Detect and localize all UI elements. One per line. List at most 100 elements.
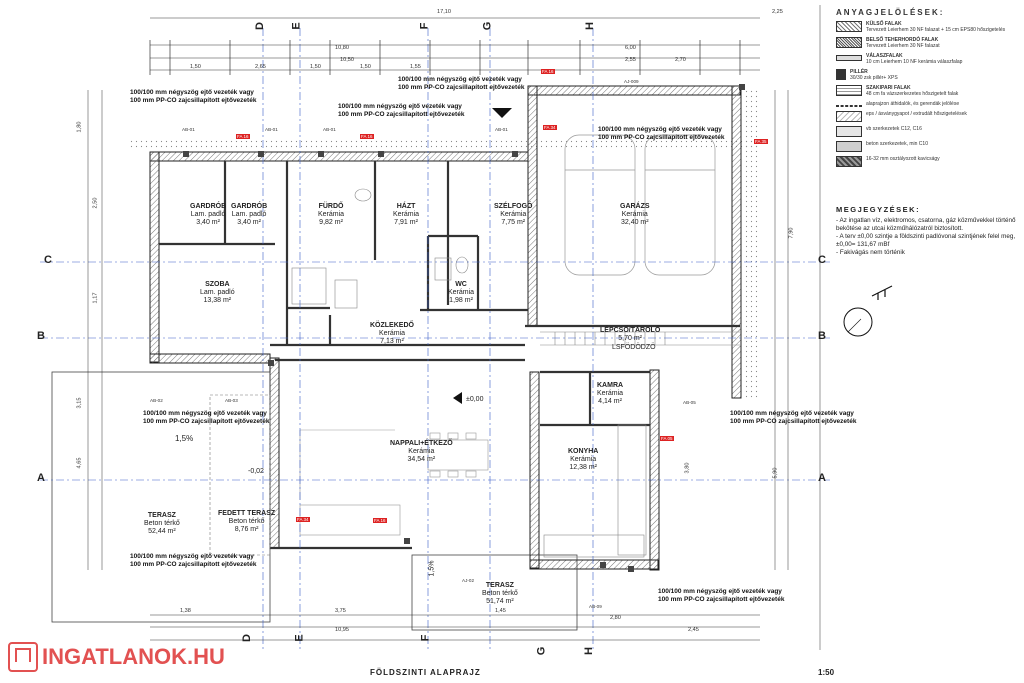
axis-label-g: G (481, 21, 494, 31)
room-name: SZÉLFOGÓ (494, 203, 533, 210)
slope-mark: 1,5% (175, 434, 194, 443)
dim-bottom: 10,95 (335, 627, 349, 633)
legend-desc: beton szerkezetek, min C10 (866, 141, 928, 147)
tag-ab: AB-01 (265, 127, 278, 132)
room-finish: Kerámia (597, 390, 624, 397)
pipe-note-line: 100 mm PP-CO zajcsillapított ejtővezeték (598, 133, 725, 141)
remarks-panel: MEGJEGYZÉSEK: - Az ingatlan víz, elektro… (836, 206, 1021, 257)
dim-left: 1,80 (76, 121, 83, 133)
room-finish: Kerámia (448, 289, 475, 296)
dim-bottom: 3,75 (335, 608, 346, 614)
slope-mark: 1,5% (428, 560, 436, 577)
axis-label-f: F (418, 22, 431, 30)
axis-label-f-bottom: F (419, 634, 432, 642)
axis-label-c-right: C (818, 254, 826, 266)
terrace-area-2 (411, 554, 578, 631)
dim-top: 1,50 (310, 64, 321, 70)
axis-label-d-bottom: D (240, 634, 253, 642)
axis-label-b-right: B (818, 330, 826, 342)
room-wc: WC Kerámia 1,98 m² (448, 281, 474, 305)
room-finish: Kerámia (570, 456, 597, 463)
dim-left: 4,65 (76, 457, 83, 469)
legend-name: SZAKIPARI FALAK (866, 85, 911, 91)
dim-right: 3,80 (684, 462, 691, 474)
pipe-note-line: 100 mm PP-CO zajcsillapított ejtővezeték (130, 96, 257, 104)
room-name: NAPPALI+ÉTKEZŐ (390, 440, 453, 447)
pipe-note-line: 100 mm PP-CO zajcsillapított ejtővezeték (338, 110, 465, 118)
legend-swatch (836, 85, 862, 96)
remarks-title: MEGJEGYZÉSEK: (836, 205, 921, 214)
room-area: 3,40 m² (196, 219, 220, 226)
axis-label-h-bottom: H (582, 647, 595, 655)
dim-total-width: 17,10 (437, 9, 451, 15)
room-name: HÁZT (396, 203, 416, 210)
room-szoba: SZOBA Lam. padló 13,38 m² (200, 281, 235, 305)
room-area: 51,74 m² (486, 598, 514, 605)
pipe-note: 100/100 mm négyszög ejtő vezeték vagy 10… (143, 410, 269, 425)
remark-line: - Az ingatlan víz, elektromos, csatorna,… (836, 217, 1016, 232)
room-area: 7,91 m² (394, 219, 418, 226)
room-name: KONYHA (568, 448, 599, 455)
dim-right-width: 2,25 (772, 9, 783, 15)
dim-top: 1,55 (410, 64, 421, 70)
room-area: 52,44 m² (148, 528, 176, 535)
room-area: 5,70 m² (618, 335, 642, 342)
room-area: 12,38 m² (569, 464, 597, 471)
pipe-note: 100/100 mm négyszög ejtő vezeték vagy 10… (398, 76, 524, 91)
dim-top: 2,65 (255, 64, 266, 70)
pipe-note-line: 100/100 mm négyszög ejtő vezeték vagy (658, 588, 782, 595)
tag-ab: AB-01 (495, 127, 508, 132)
room-name: GARDRÓB (190, 203, 227, 210)
tag-ab: AB-09 (589, 604, 602, 609)
pipe-note-line: 100/100 mm négyszög ejtő vezeték vagy (338, 103, 462, 110)
legend-swatch (836, 156, 862, 167)
legend-desc: 30/30 zsk pillér+ XPS (850, 75, 898, 81)
legend-item: alaprajzon áthidalók, és gerendák jelölé… (836, 101, 1021, 107)
tag-ab: AB-01 (182, 127, 195, 132)
tag-fa: FA 16 (360, 134, 374, 139)
dim-bottom: 1,38 (180, 608, 191, 614)
pipe-note: 100/100 mm négyszög ejtő vezeték vagy 10… (130, 553, 256, 568)
legend-item: vb szerkezetek C12, C16 (836, 126, 1021, 137)
room-name: TERASZ (485, 582, 514, 589)
room-area: 3,40 m² (237, 219, 261, 226)
legend-name: KÜLSŐ FALAK (866, 21, 902, 27)
gravel-strip (130, 138, 760, 150)
room-finish: Beton térkő (228, 518, 265, 525)
pipe-note-line: 100/100 mm négyszög ejtő vezeték vagy (130, 89, 254, 96)
legend-item: 16-32 mm osztályozott kavicságy (836, 156, 1021, 167)
room-finish: Beton térkő (482, 590, 518, 597)
room-finish: Lam. padló (231, 211, 267, 218)
room-area: 13,38 m² (203, 297, 232, 304)
tag-aj: AJ-009 (624, 79, 639, 84)
legend-swatch (836, 126, 862, 137)
room-name: FEDETT TERASZ (218, 510, 276, 517)
tag-ab: AB-03 (225, 398, 238, 403)
room-area: 4,14 m² (598, 398, 622, 405)
legend-swatch (836, 21, 862, 32)
room-area: 7,13 m² (380, 338, 404, 345)
legend-desc: Tervezett Leierhem 30 NF falazat (866, 43, 940, 49)
dim-right: 7,90 (788, 227, 795, 239)
room-finish: Kerámia (500, 211, 527, 218)
room-terasz-2: TERASZ Beton térkő 51,74 m² (482, 582, 518, 606)
room-name: SZOBA (205, 281, 230, 288)
dim-top: 10,80 (335, 45, 349, 51)
pipe-note: 100/100 mm négyszög ejtő vezeték vagy 10… (598, 126, 724, 141)
room-name: WC (455, 281, 467, 288)
room-name: TERASZ (147, 512, 176, 519)
room-kozlekedo: KÖZLEKEDŐ Kerámia 7,13 m² (370, 322, 414, 346)
tag-ab: AB-02 (150, 398, 163, 403)
watermark-text: INGATLANOK.HU (42, 644, 225, 669)
room-terasz-1: TERASZ Beton térkő 52,44 m² (144, 512, 180, 536)
legend-desc: Tervezett Leierhem 30 NF falazat + 15 cm… (866, 27, 1006, 33)
level-mark: -0,02 (248, 468, 264, 475)
north-sign-icon (871, 285, 893, 300)
pipe-note: 100/100 mm négyszög ejtő vezeték vagy 10… (658, 588, 784, 603)
legend-desc: 10 cm Leierhem 10 NF kerámia válaszfalap (866, 59, 963, 65)
legend-desc: 16-32 mm osztályozott kavicságy (866, 156, 940, 162)
